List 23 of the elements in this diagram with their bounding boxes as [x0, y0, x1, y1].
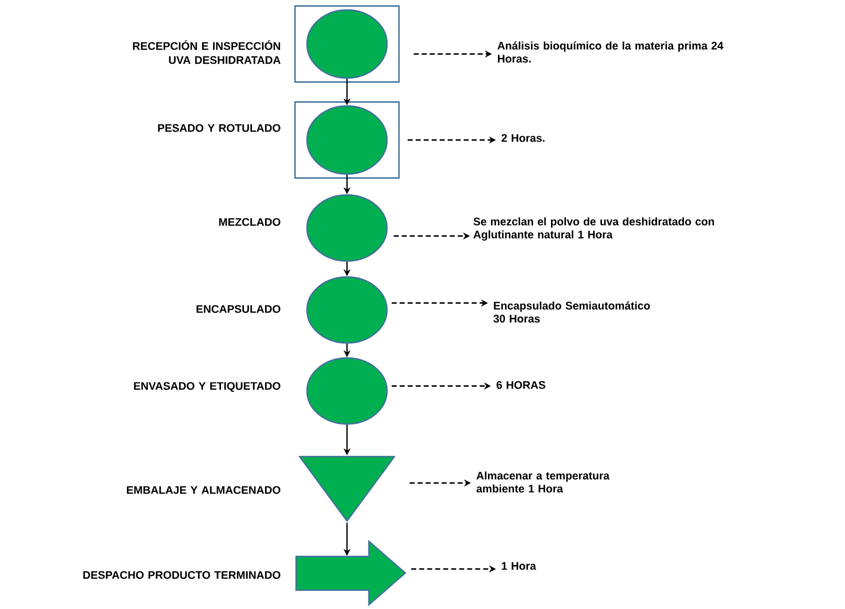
step-label: ENVASADO Y ETIQUETADO — [134, 382, 280, 392]
process-circle — [306, 276, 388, 344]
description-text: 2 Horas. — [502, 134, 544, 142]
description-text: Se mezclan el polvo de uva deshidratado con Aglutinante natural 1 Hora — [473, 217, 714, 241]
step-label: ENCAPSULADO — [196, 305, 280, 313]
description-text: 6 HORAS — [496, 381, 546, 389]
process-box — [294, 5, 400, 83]
description-text: Encapsulado Semiautomático 30 Horas — [493, 301, 650, 323]
step-label: PESADO Y ROTULADO — [158, 124, 280, 132]
process-box — [294, 101, 400, 179]
storage-triangle — [298, 456, 396, 522]
description-text: 1 Hora — [502, 562, 536, 570]
process-circle — [306, 194, 388, 262]
step-label: RECEPCIÓN E INSPECCIÓN UVA DESHIDRATADA — [133, 40, 280, 64]
step-label: EMBALAJE Y ALMACENADO — [126, 486, 280, 494]
description-text: Análisis bioquímico de la materia prima 24 Horas. — [497, 41, 724, 63]
process-circle — [306, 357, 388, 425]
shipping-arrow — [295, 540, 406, 606]
step-label: DESPACHO PRODUCTO TERMINADO — [83, 571, 280, 579]
step-label: MEZCLADO — [219, 218, 280, 226]
description-text: Almacenar a temperatura ambiente 1 Hora — [476, 471, 610, 493]
process-circle — [306, 9, 388, 79]
process-circle — [306, 105, 388, 175]
